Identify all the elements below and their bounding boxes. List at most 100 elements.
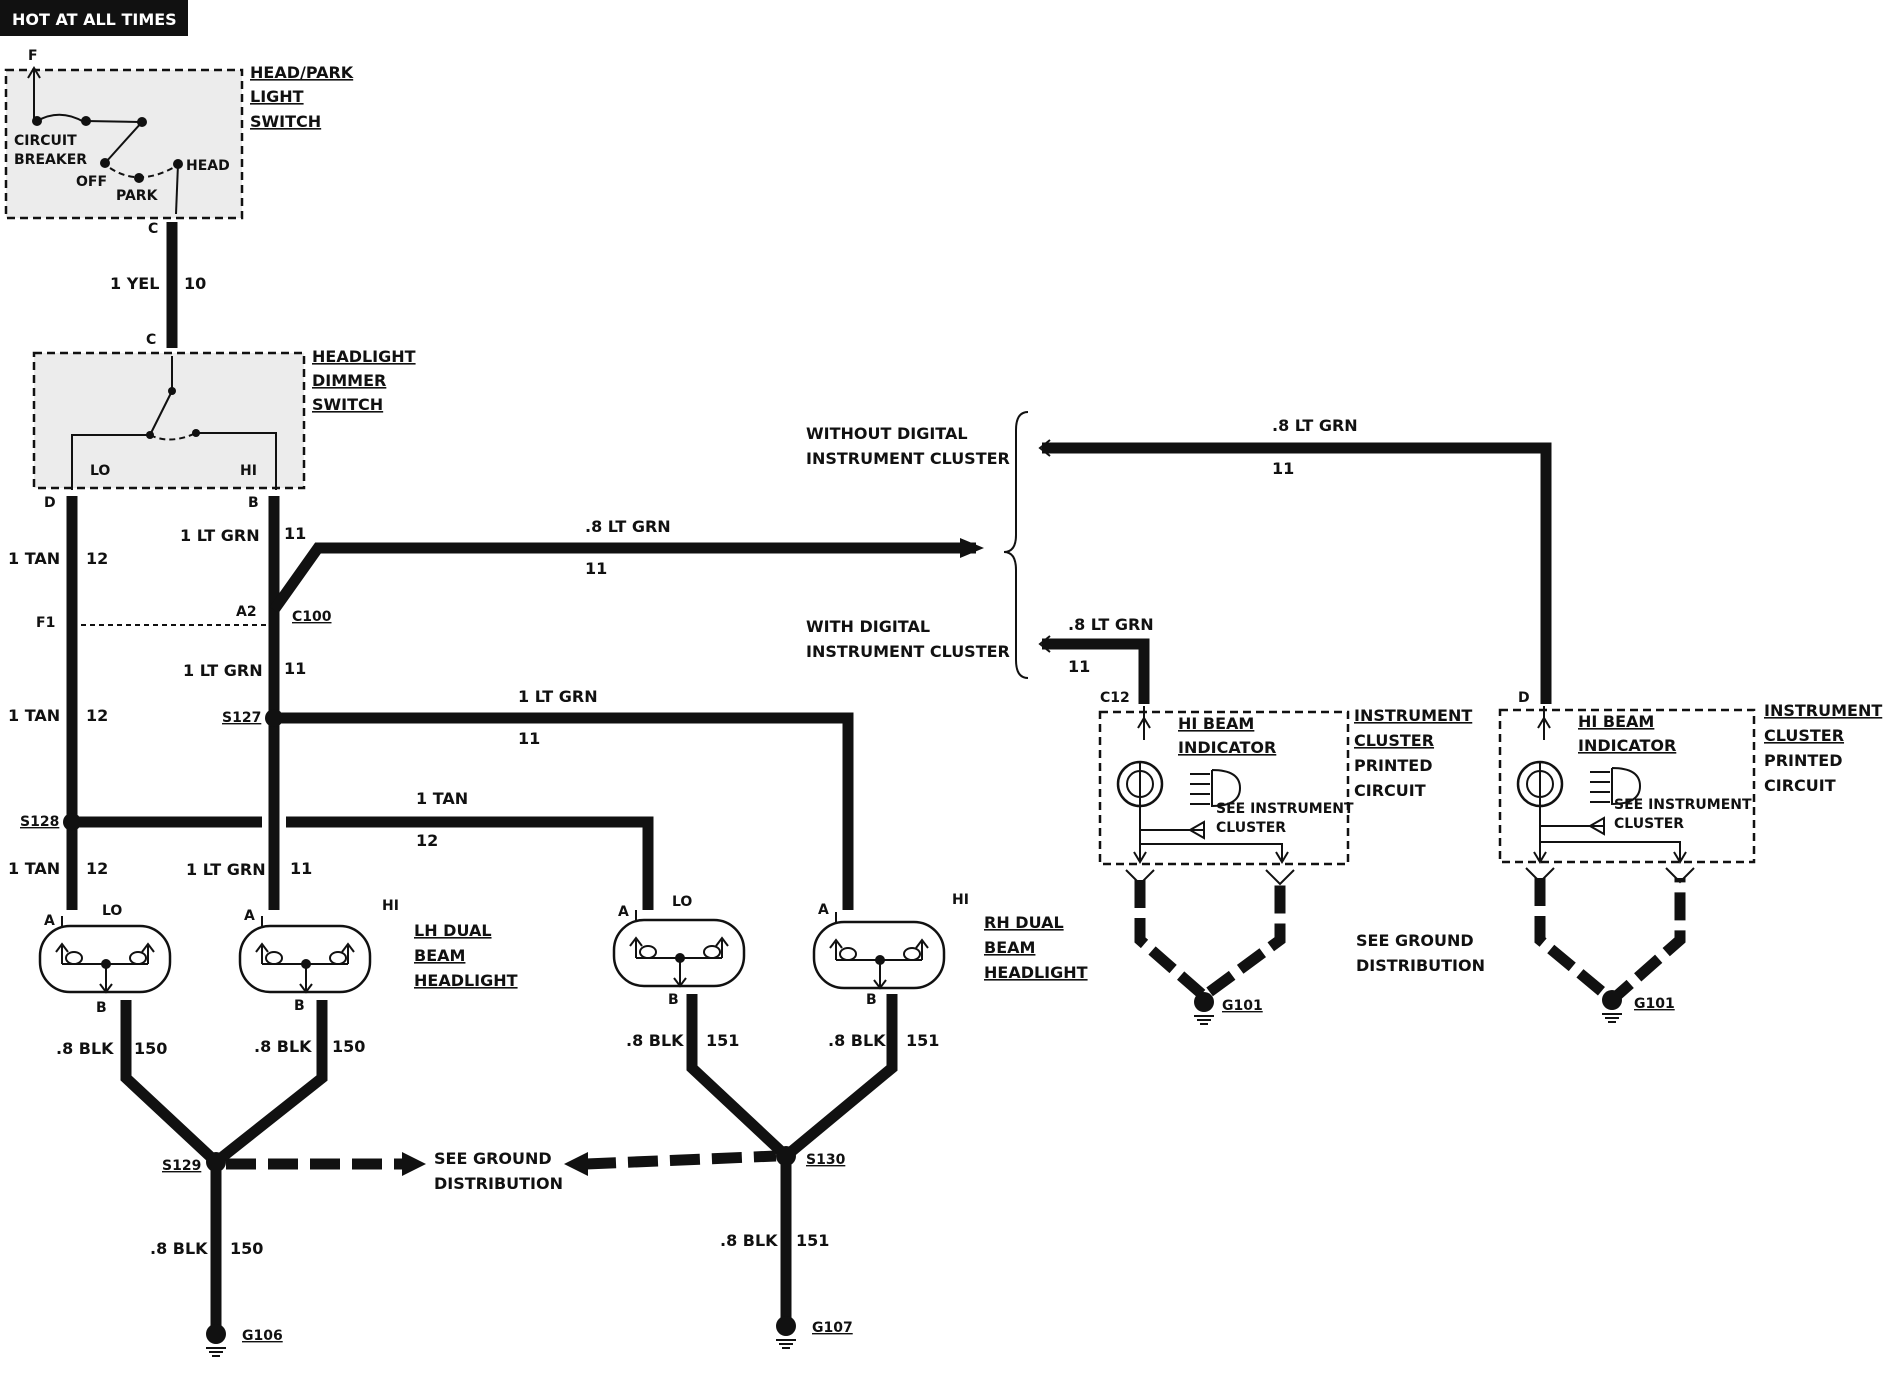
svg-text:1 LT GRN: 1 LT GRN <box>518 687 598 706</box>
svg-text:150: 150 <box>332 1037 365 1056</box>
svg-text:1 LT GRN: 1 LT GRN <box>186 860 266 879</box>
connector-c100: F1 A2 C100 <box>36 604 332 631</box>
svg-text:.8 BLK: .8 BLK <box>626 1031 684 1050</box>
svg-text:11: 11 <box>290 859 312 878</box>
svg-text:CIRCUIT: CIRCUIT <box>1764 776 1836 795</box>
svg-text:S127: S127 <box>222 710 261 726</box>
svg-text:150: 150 <box>230 1239 263 1258</box>
svg-text:151: 151 <box>706 1031 739 1050</box>
svg-text:HI: HI <box>952 892 969 908</box>
svg-text:LO: LO <box>672 894 692 910</box>
svg-text:12: 12 <box>416 831 438 850</box>
svg-text:HI: HI <box>240 463 257 479</box>
svg-text:SWITCH: SWITCH <box>250 112 321 131</box>
svg-text:HEADLIGHT: HEADLIGHT <box>984 963 1088 982</box>
svg-text:G107: G107 <box>812 1320 853 1336</box>
wire-lt-grn-to-cluster: .8 LT GRN 11 <box>269 517 984 614</box>
svg-text:HI BEAM: HI BEAM <box>1578 712 1654 731</box>
svg-text:CIRCUIT: CIRCUIT <box>14 133 77 149</box>
wire-blk-150: .8 BLK 150 .8 BLK 150 S129 .8 BLK 150 G1… <box>56 1000 365 1357</box>
svg-text:RH DUAL: RH DUAL <box>984 913 1064 932</box>
svg-text:S128: S128 <box>20 814 59 830</box>
svg-text:SEE GROUND: SEE GROUND <box>434 1149 552 1168</box>
svg-text:LO: LO <box>102 903 122 919</box>
svg-text:1 TAN: 1 TAN <box>8 706 60 725</box>
svg-text:11: 11 <box>1068 657 1090 676</box>
svg-text:A: A <box>44 913 55 929</box>
svg-text:1 YEL: 1 YEL <box>110 274 159 293</box>
svg-text:F1: F1 <box>36 615 55 631</box>
svg-text:DIMMER: DIMMER <box>312 371 386 390</box>
svg-text:WITHOUT DIGITAL: WITHOUT DIGITAL <box>806 424 968 443</box>
splice-s127: S127 1 LT GRN 11 <box>222 687 854 910</box>
svg-text:PRINTED: PRINTED <box>1764 751 1843 770</box>
svg-text:B: B <box>96 1000 107 1016</box>
svg-text:S130: S130 <box>806 1152 846 1168</box>
instrument-cluster-b: D HI BEAM INDICATOR SEE INSTRUMENT CLUST… <box>1498 690 1882 1023</box>
svg-text:12: 12 <box>86 706 108 725</box>
svg-text:G106: G106 <box>242 1328 283 1344</box>
cluster-option-brace: WITHOUT DIGITAL INSTRUMENT CLUSTER WITH … <box>806 411 1029 679</box>
svg-text:C: C <box>148 221 158 237</box>
svg-text:INSTRUMENT CLUSTER: INSTRUMENT CLUSTER <box>806 449 1010 468</box>
svg-text:1 LT GRN: 1 LT GRN <box>180 526 260 545</box>
svg-text:LIGHT: LIGHT <box>250 87 304 106</box>
svg-text:.8 LT GRN: .8 LT GRN <box>1068 615 1154 634</box>
svg-text:HOT AT ALL TIMES: HOT AT ALL TIMES <box>12 10 177 29</box>
svg-text:.8 LT GRN: .8 LT GRN <box>1272 416 1358 435</box>
wire-tan-12: 1 TAN 12 1 TAN 12 1 TAN 12 <box>8 496 108 910</box>
svg-text:BREAKER: BREAKER <box>14 152 87 168</box>
svg-text:CLUSTER: CLUSTER <box>1216 820 1286 836</box>
svg-text:.8 BLK: .8 BLK <box>720 1231 778 1250</box>
svg-text:10: 10 <box>184 274 206 293</box>
svg-text:A: A <box>818 902 829 918</box>
svg-text:11: 11 <box>1272 459 1294 478</box>
svg-text:F: F <box>28 48 38 64</box>
svg-text:OFF: OFF <box>76 174 107 190</box>
svg-text:1 TAN: 1 TAN <box>8 549 60 568</box>
svg-text:SEE INSTRUMENT: SEE INSTRUMENT <box>1614 797 1752 813</box>
svg-text:G101: G101 <box>1222 998 1263 1014</box>
svg-text:PARK: PARK <box>116 188 159 204</box>
svg-text:C100: C100 <box>292 609 332 625</box>
svg-text:151: 151 <box>906 1031 939 1050</box>
svg-text:LH DUAL: LH DUAL <box>414 921 492 940</box>
svg-text:CLUSTER: CLUSTER <box>1614 816 1684 832</box>
svg-text:1 LT GRN: 1 LT GRN <box>183 661 263 680</box>
svg-text:.8 BLK: .8 BLK <box>150 1239 208 1258</box>
svg-text:12: 12 <box>86 859 108 878</box>
svg-text:12: 12 <box>86 549 108 568</box>
svg-text:S129: S129 <box>162 1158 201 1174</box>
svg-text:INSTRUMENT: INSTRUMENT <box>1354 706 1472 725</box>
svg-text:CIRCUIT: CIRCUIT <box>1354 781 1426 800</box>
svg-text:.8 BLK: .8 BLK <box>254 1037 312 1056</box>
svg-text:PRINTED: PRINTED <box>1354 756 1433 775</box>
svg-text:.8 BLK: .8 BLK <box>828 1031 886 1050</box>
svg-text:INDICATOR: INDICATOR <box>1178 738 1276 757</box>
wire-lt-grn-11: 1 LT GRN 11 1 LT GRN 11 1 LT GRN 11 <box>180 496 312 910</box>
svg-text:.8 BLK: .8 BLK <box>56 1039 114 1058</box>
svg-text:LO: LO <box>90 463 110 479</box>
svg-text:HI BEAM: HI BEAM <box>1178 714 1254 733</box>
svg-text:B: B <box>668 992 679 1008</box>
hot-at-all-times-banner: HOT AT ALL TIMES <box>0 0 188 36</box>
ground-distribution-link: SEE GROUND DISTRIBUTION <box>226 1149 777 1193</box>
svg-text:HEADLIGHT: HEADLIGHT <box>312 347 416 366</box>
svg-text:C: C <box>146 332 156 348</box>
wire-lt-grn-cluster-a: .8 LT GRN 11 <box>1038 615 1154 704</box>
see-ground-distribution-note-right: SEE GROUND DISTRIBUTION <box>1356 931 1485 975</box>
svg-text:BEAM: BEAM <box>414 946 465 965</box>
svg-text:WITH DIGITAL: WITH DIGITAL <box>806 617 930 636</box>
svg-text:150: 150 <box>134 1039 167 1058</box>
svg-text:INDICATOR: INDICATOR <box>1578 736 1676 755</box>
svg-text:1 TAN: 1 TAN <box>8 859 60 878</box>
svg-text:B: B <box>294 998 305 1014</box>
svg-text:A: A <box>244 908 255 924</box>
svg-text:B: B <box>248 495 259 511</box>
svg-text:D: D <box>1518 690 1530 706</box>
svg-text:HEAD/PARK: HEAD/PARK <box>250 63 354 82</box>
svg-text:INSTRUMENT CLUSTER: INSTRUMENT CLUSTER <box>806 642 1010 661</box>
wire-yel-10: 1 YEL 10 <box>110 222 206 348</box>
svg-text:DISTRIBUTION: DISTRIBUTION <box>1356 956 1485 975</box>
